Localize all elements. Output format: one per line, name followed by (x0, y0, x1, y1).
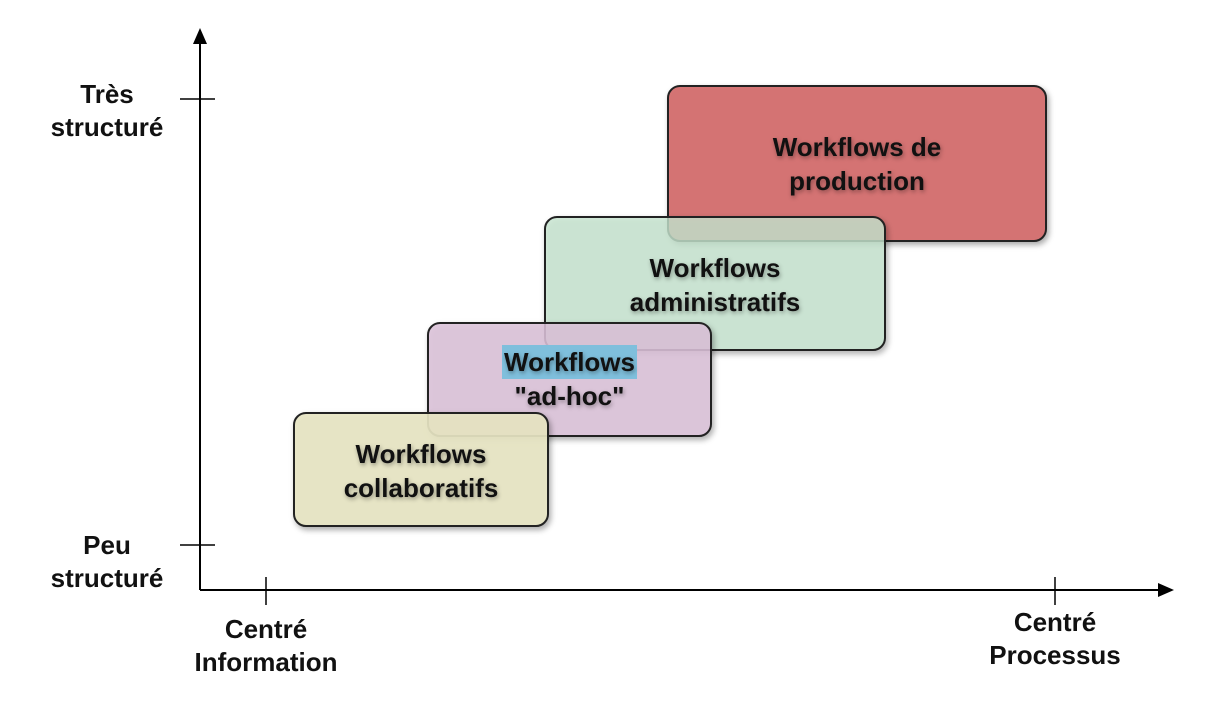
label-production: Workflows de production (668, 130, 1046, 198)
y-axis-arrowhead (193, 28, 207, 44)
x-axis-arrowhead (1158, 583, 1174, 597)
label-administratifs-line1: Workflows (649, 253, 781, 283)
y-axis-label-top: Très structuré (50, 79, 164, 142)
label-adhoc-line1: Workflows (502, 345, 637, 379)
label-adhoc-line1-wrap: Workflows (428, 345, 711, 379)
x-axis-label-right: Centré Processus (989, 607, 1121, 670)
label-administratifs-line2: administratifs (629, 287, 801, 317)
label-adhoc: Workflows "ad-hoc" (428, 345, 711, 413)
label-production-line1: Workflows de (772, 132, 942, 162)
label-collaboratifs-line2: collaboratifs (343, 473, 499, 503)
label-collaboratifs: Workflows collaboratifs (294, 437, 548, 505)
box-administratifs (544, 216, 886, 351)
box-collaboratifs (293, 412, 549, 527)
label-adhoc-line2: "ad-hoc" (514, 381, 625, 411)
label-production-line2: production (789, 166, 925, 196)
label-collaboratifs-line1: Workflows (355, 439, 487, 469)
x-axis-label-left: Centré Information (194, 614, 338, 677)
box-adhoc (427, 322, 712, 437)
y-axis-label-bottom: Peu structuré (50, 530, 164, 593)
label-administratifs: Workflows administratifs (545, 251, 885, 319)
